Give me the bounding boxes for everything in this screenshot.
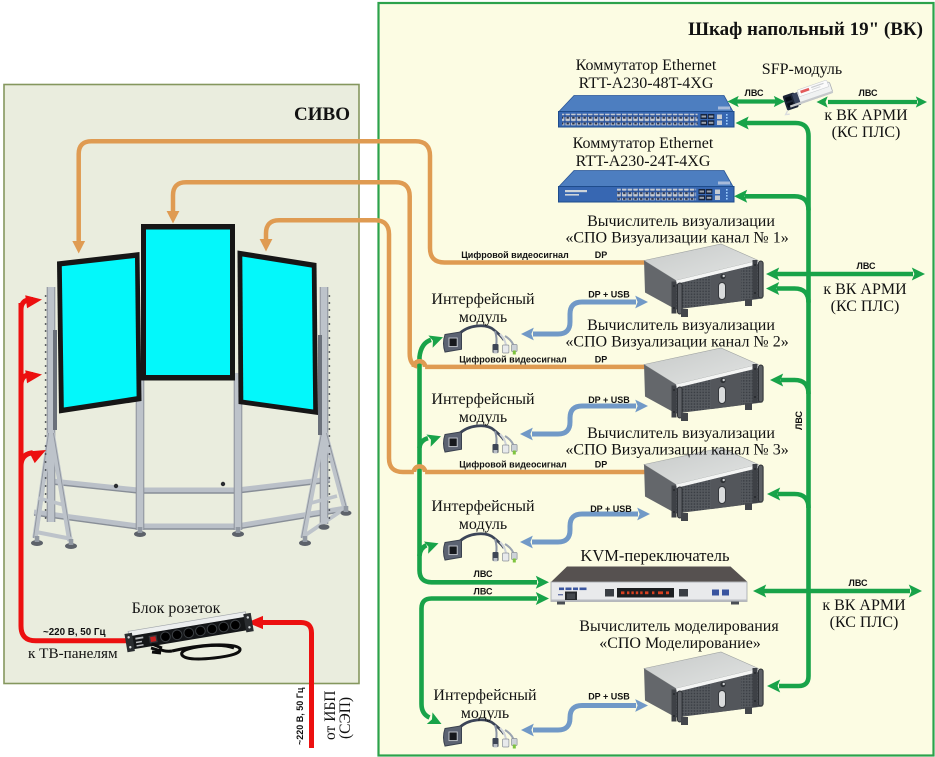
svg-text:ЛВС: ЛВС [745, 88, 764, 98]
svg-text:«СПО Моделирование»: «СПО Моделирование» [599, 635, 761, 652]
svg-text:Вычислитель визуализации: Вычислитель визуализации [587, 425, 775, 442]
svg-text:к ТВ-панелям: к ТВ-панелям [28, 645, 118, 662]
svg-text:~220 В, 50 Гц: ~220 В, 50 Гц [295, 687, 305, 745]
svg-text:~220 В, 50 Гц: ~220 В, 50 Гц [43, 627, 106, 638]
svg-text:Вычислитель моделирования: Вычислитель моделирования [579, 618, 779, 635]
svg-text:Вычислитель визуализации: Вычислитель визуализации [587, 213, 775, 230]
svg-text:модуль: модуль [459, 309, 507, 326]
svg-text:модуль: модуль [461, 705, 509, 722]
svg-text:(КС ПЛС): (КС ПЛС) [830, 614, 899, 631]
svg-text:ЛВС: ЛВС [474, 587, 493, 597]
svg-text:Коммутатор Ethernet: Коммутатор Ethernet [573, 135, 714, 152]
svg-text:Интерфейсный: Интерфейсный [433, 687, 537, 704]
svg-text:(СЭП): (СЭП) [337, 697, 354, 739]
svg-text:DP: DP [595, 355, 608, 365]
svg-text:СИВО: СИВО [294, 104, 350, 125]
svg-text:ЛВС: ЛВС [474, 569, 493, 579]
svg-text:«СПО Визуализации канал № 2»: «СПО Визуализации канал № 2» [565, 334, 788, 351]
svg-text:Интерфейсный: Интерфейсный [431, 498, 535, 515]
svg-text:Цифровой видеосигнал: Цифровой видеосигнал [459, 355, 567, 365]
svg-text:Коммутатор Ethernet: Коммутатор Ethernet [576, 57, 717, 74]
svg-text:«СПО Визуализации канал № 3»: «СПО Визуализации канал № 3» [565, 442, 788, 459]
svg-text:DP + USB: DP + USB [588, 395, 630, 405]
svg-text:RTT-A230-48T-4XG: RTT-A230-48T-4XG [579, 75, 714, 92]
svg-text:(КС ПЛС): (КС ПЛС) [832, 124, 901, 141]
svg-text:Шкаф напольный 19" (ВК): Шкаф напольный 19" (ВК) [688, 19, 923, 40]
svg-text:Блок розеток: Блок розеток [132, 600, 221, 617]
svg-text:к ВК АРМИ: к ВК АРМИ [824, 107, 908, 124]
svg-text:модуль: модуль [459, 516, 507, 533]
svg-text:ЛВС: ЛВС [794, 411, 804, 430]
svg-text:Интерфейсный: Интерфейсный [431, 291, 535, 308]
svg-text:Цифровой видеосигнал: Цифровой видеосигнал [459, 460, 567, 470]
svg-text:Вычислитель визуализации: Вычислитель визуализации [587, 317, 775, 334]
svg-text:DP + USB: DP + USB [588, 290, 630, 300]
svg-text:DP + USB: DP + USB [590, 504, 632, 514]
svg-text:к ВК АРМИ: к ВК АРМИ [822, 597, 906, 614]
svg-text:SFP-модуль: SFP-модуль [762, 61, 842, 78]
svg-text:Цифровой видеосигнал: Цифровой видеосигнал [461, 250, 569, 260]
svg-text:Интерфейсный: Интерфейсный [431, 391, 535, 408]
svg-text:модуль: модуль [459, 409, 507, 426]
svg-text:«СПО Визуализации канал № 1»: «СПО Визуализации канал № 1» [565, 230, 788, 247]
svg-text:DP: DP [595, 250, 608, 260]
svg-text:RTT-A230-24T-4XG: RTT-A230-24T-4XG [576, 153, 711, 170]
svg-text:DP: DP [595, 460, 608, 470]
svg-text:ЛВС: ЛВС [849, 578, 868, 588]
svg-text:(КС ПЛС): (КС ПЛС) [831, 298, 900, 315]
svg-text:ЛВС: ЛВС [859, 88, 878, 98]
svg-text:KVM-переключатель: KVM-переключатель [580, 546, 730, 565]
svg-text:DP + USB: DP + USB [588, 692, 630, 702]
svg-text:от ИБП: от ИБП [322, 691, 339, 740]
svg-text:ЛВС: ЛВС [857, 261, 876, 271]
svg-text:к ВК АРМИ: к ВК АРМИ [823, 281, 907, 298]
